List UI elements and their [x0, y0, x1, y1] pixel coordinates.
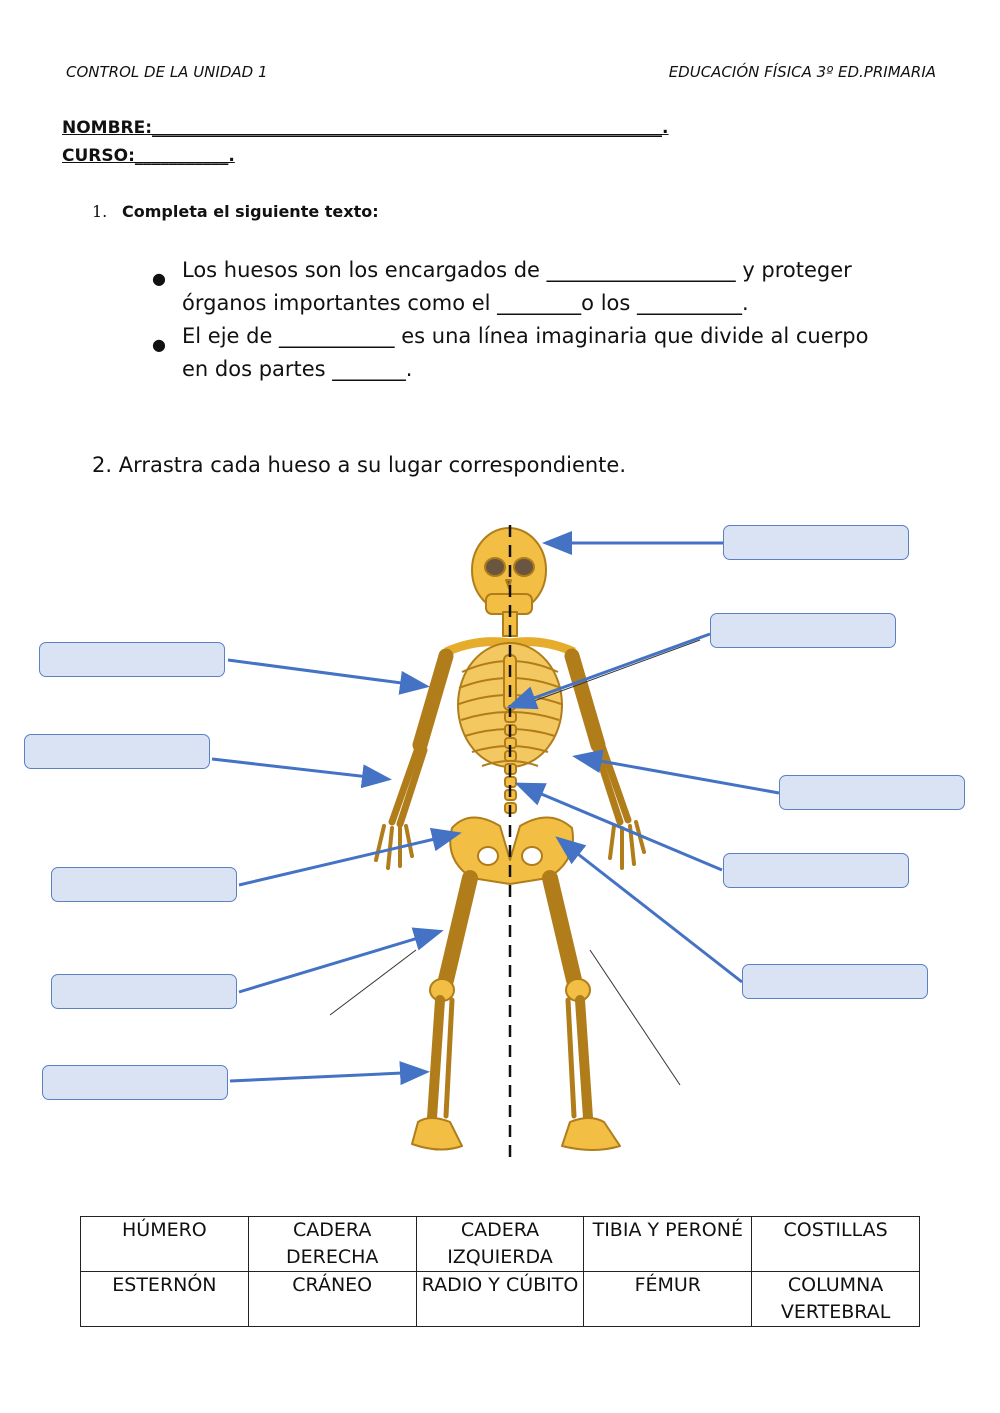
bullet-1-dot: ●: [152, 269, 166, 288]
word-bank-cell: TIBIA Y PERONÉ: [583, 1216, 753, 1272]
drop-box-left-2[interactable]: [24, 734, 210, 769]
drop-box-right-3[interactable]: [779, 775, 965, 810]
bullet-2-dot: ●: [152, 335, 166, 354]
drop-box-right-5[interactable]: [742, 964, 928, 999]
drop-box-right-1[interactable]: [723, 525, 909, 560]
word-bank-cell: COLUMNA VERTEBRAL: [751, 1271, 920, 1327]
word-bank-table: HÚMERO CADERA DERECHA CADERA IZQUIERDA T…: [80, 1216, 920, 1327]
word-craneo[interactable]: CRÁNEO: [292, 1274, 373, 1296]
arrow-costillas: [572, 749, 780, 795]
word-bank-cell: CADERA IZQUIERDA: [415, 1216, 585, 1272]
word-bank-cell: HÚMERO: [80, 1216, 249, 1272]
arrow-cadera-2: [555, 836, 743, 984]
drop-box-left-4[interactable]: [51, 974, 237, 1009]
bullet-1-line-1[interactable]: Los huesos son los encargados de _______…: [182, 258, 852, 282]
leader-line-right: [589, 949, 681, 1086]
drop-box-left-1[interactable]: [39, 642, 225, 677]
word-radio-cubito[interactable]: RADIO Y CÚBITO: [421, 1274, 579, 1296]
word-bank-cell: COSTILLAS: [751, 1216, 920, 1272]
word-bank-cell: ESTERNÓN: [80, 1271, 249, 1327]
bullet-2-line-1[interactable]: El eje de ___________ es una línea imagi…: [182, 324, 869, 348]
arrow-femur: [238, 927, 444, 994]
word-humero[interactable]: HÚMERO: [122, 1219, 207, 1241]
word-bank-cell: RADIO Y CÚBITO: [415, 1271, 585, 1327]
arrow-esternon: [506, 632, 711, 710]
curso-field[interactable]: CURSO:___________.: [62, 146, 235, 166]
bullet-1-line-2[interactable]: órganos importantes como el ________o lo…: [182, 291, 749, 315]
word-tibia-perone[interactable]: TIBIA Y PERONÉ: [592, 1219, 743, 1241]
nombre-field[interactable]: NOMBRE:_________________________________…: [62, 118, 669, 138]
word-columna-vertebral[interactable]: COLUMNA VERTEBRAL: [780, 1274, 891, 1323]
leader-line-top: [514, 639, 701, 709]
bullet-2-text: El eje de ___________ es una línea imagi…: [182, 320, 868, 386]
question-1-number: 1.: [92, 202, 108, 221]
drop-box-left-3[interactable]: [51, 867, 237, 902]
drop-box-left-5[interactable]: [42, 1065, 228, 1100]
bullet-2-line-2[interactable]: en dos partes _______.: [182, 357, 413, 381]
arrow-radio-cubito: [211, 757, 392, 789]
arrow-cadera-1: [238, 827, 462, 887]
drop-box-right-2[interactable]: [710, 613, 896, 648]
question-2-text: 2. Arrastra cada hueso a su lugar corres…: [92, 453, 627, 477]
header-left: CONTROL DE LA UNIDAD 1: [66, 63, 268, 81]
drop-box-right-4[interactable]: [723, 853, 909, 888]
word-esternon[interactable]: ESTERNÓN: [112, 1274, 217, 1296]
arrow-columna: [514, 782, 723, 872]
header-right: EDUCACIÓN FÍSICA 3º ED.PRIMARIA: [668, 63, 936, 81]
word-bank-row: ESTERNÓN CRÁNEO RADIO Y CÚBITO FÉMUR COL…: [80, 1271, 920, 1327]
arrow-humero: [227, 658, 430, 695]
word-cadera-derecha[interactable]: CADERA DERECHA: [285, 1219, 379, 1268]
word-femur[interactable]: FÉMUR: [634, 1274, 701, 1296]
bullet-1-text: Los huesos son los encargados de _______…: [182, 254, 852, 320]
arrow-tibia-perone: [229, 1061, 430, 1086]
word-costillas[interactable]: COSTILLAS: [783, 1219, 888, 1241]
word-bank-row: HÚMERO CADERA DERECHA CADERA IZQUIERDA T…: [80, 1216, 920, 1272]
word-bank-cell: CADERA DERECHA: [247, 1216, 417, 1272]
word-cadera-izquierda[interactable]: CADERA IZQUIERDA: [447, 1219, 553, 1268]
word-bank-cell: CRÁNEO: [247, 1271, 417, 1327]
leader-line-left: [329, 949, 417, 1016]
word-bank-cell: FÉMUR: [583, 1271, 753, 1327]
question-1-title: Completa el siguiente texto:: [122, 202, 379, 221]
